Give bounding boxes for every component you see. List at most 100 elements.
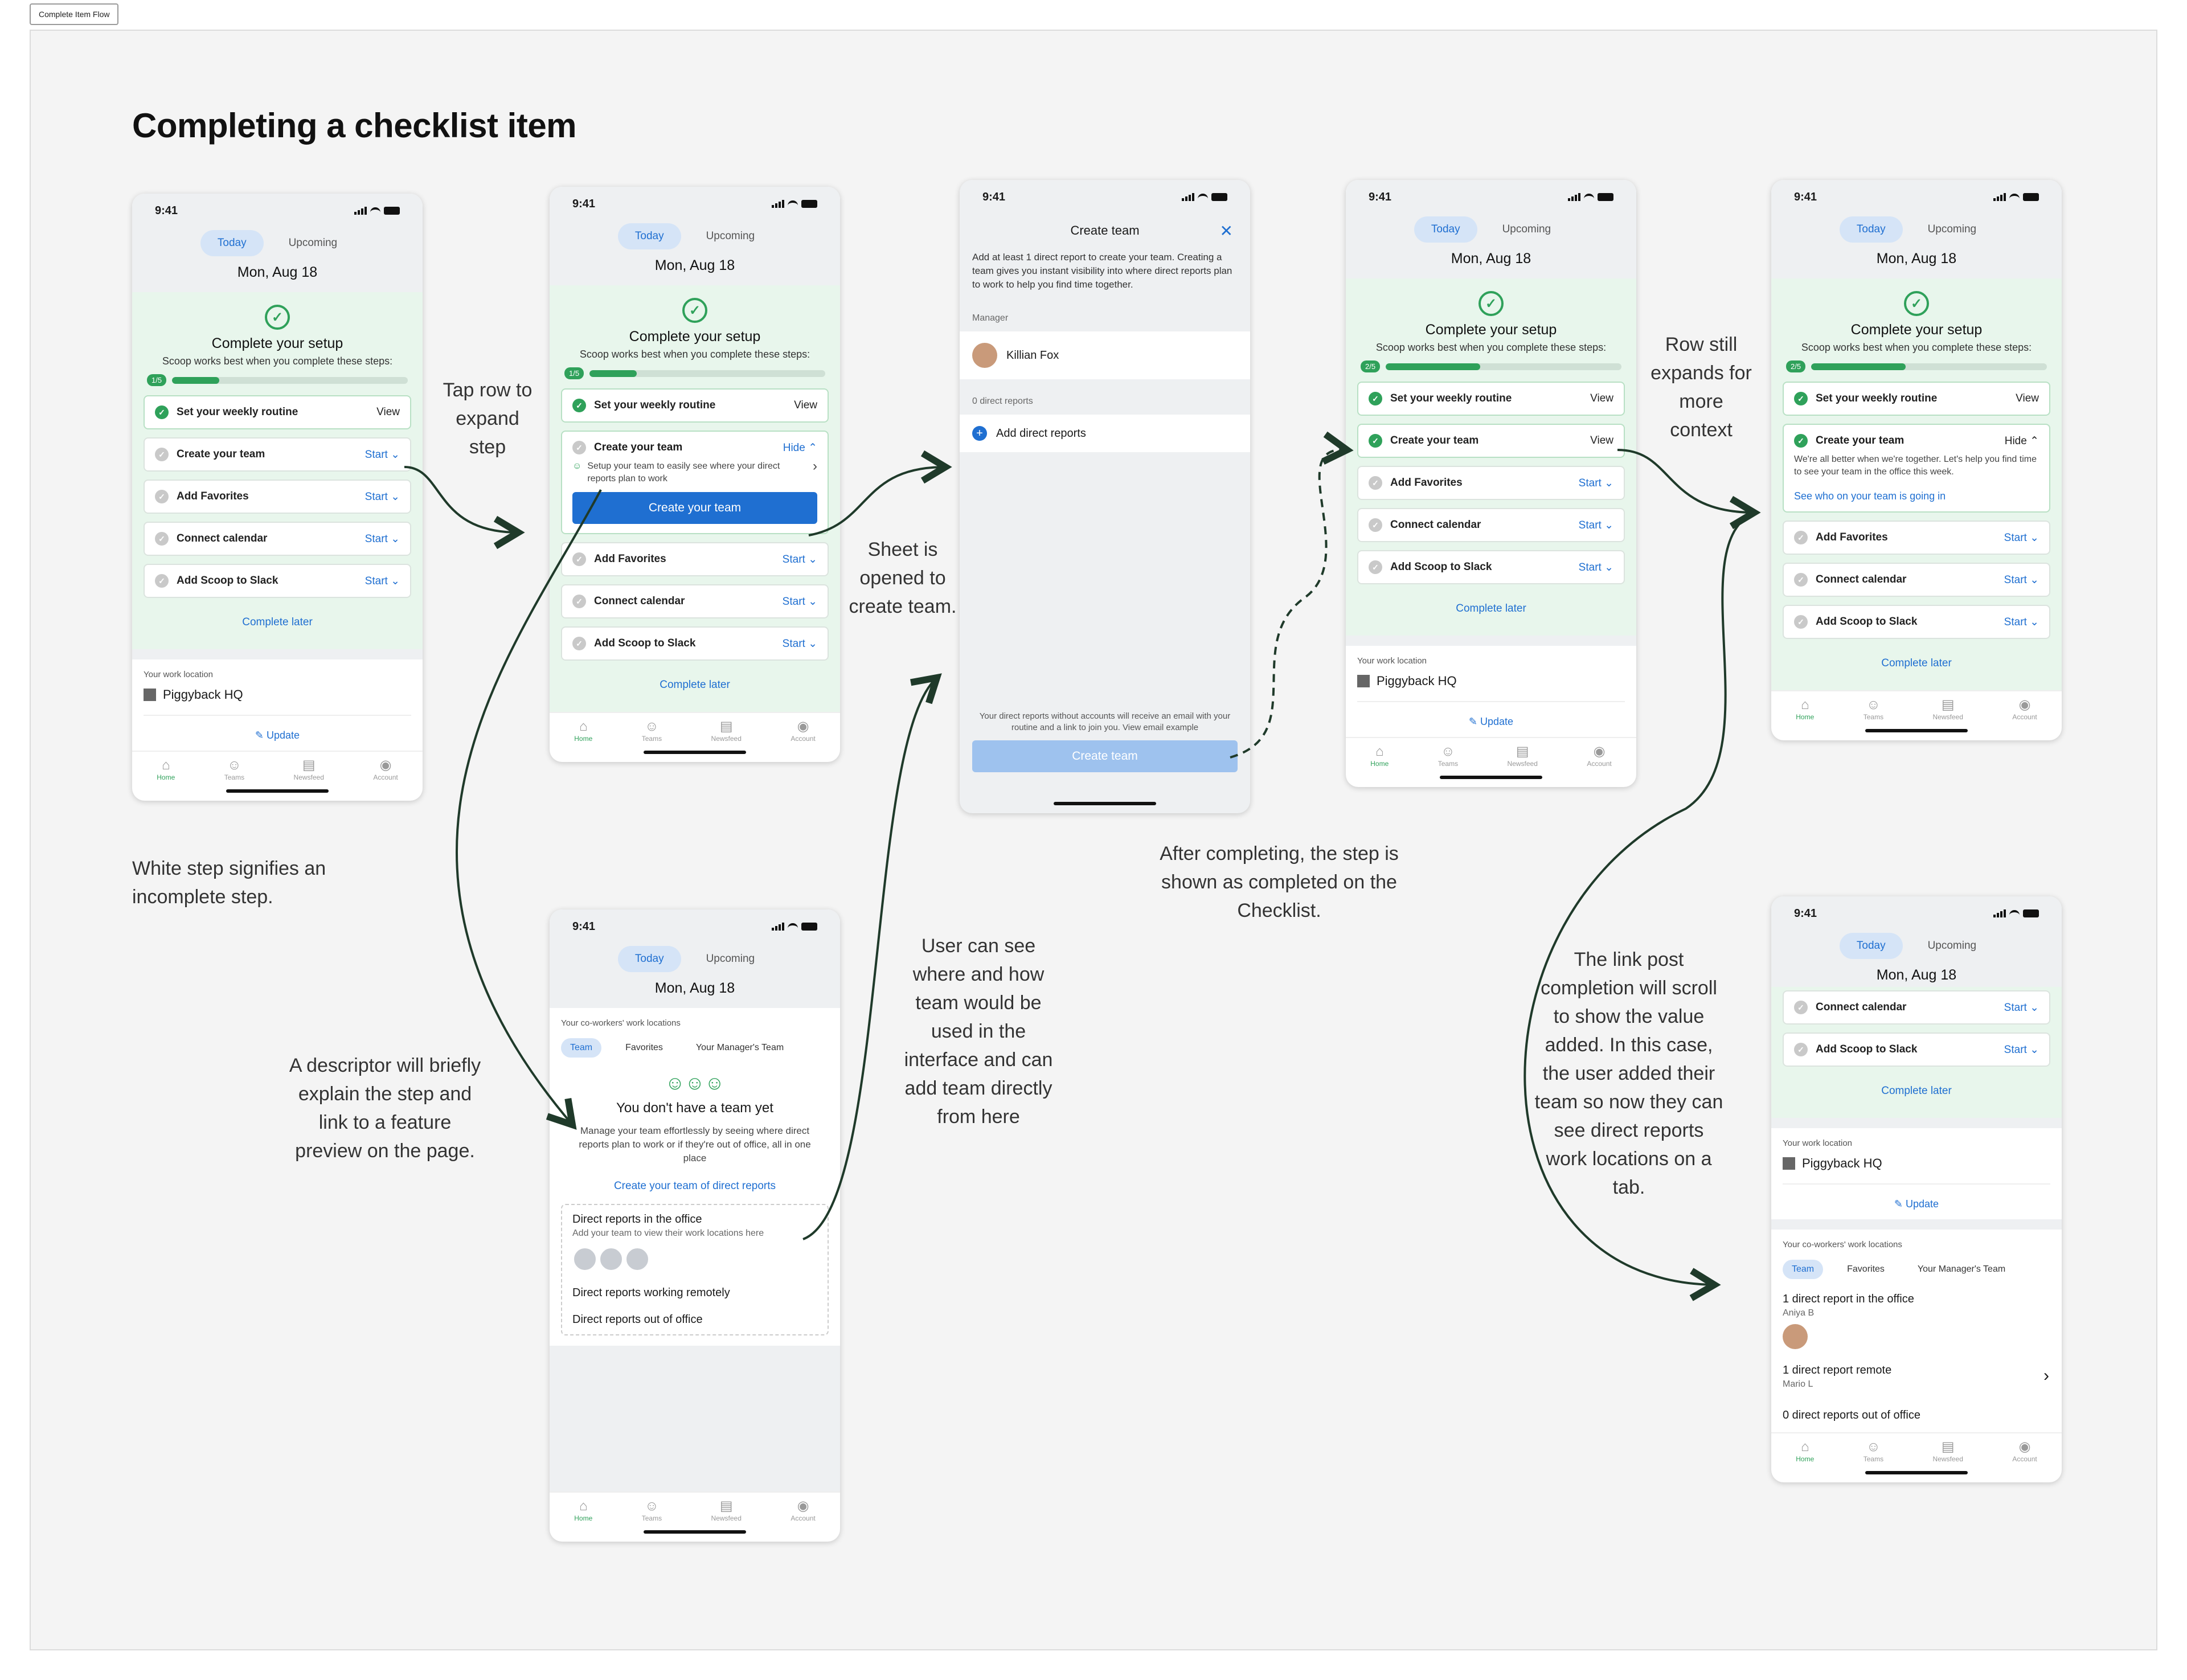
chip-favorites[interactable]: Favorites <box>1847 1264 1885 1274</box>
nav-home[interactable]: ⌂Home <box>157 757 175 781</box>
tab-upcoming[interactable]: Upcoming <box>1927 940 1977 952</box>
view-button[interactable]: View <box>1590 435 1613 446</box>
create-team-button[interactable]: Create team <box>972 740 1238 772</box>
tab-today[interactable]: Today <box>617 946 681 972</box>
update-link[interactable]: ✎ Update <box>1357 701 1625 731</box>
nav-home[interactable]: ⌂Home <box>1796 697 1815 721</box>
tab-upcoming[interactable]: Upcoming <box>288 237 338 249</box>
tab-today[interactable]: Today <box>200 230 264 256</box>
start-button[interactable]: Start ⌄ <box>2004 616 2039 628</box>
start-button[interactable]: Start ⌄ <box>2004 1043 2039 1056</box>
nav-teams[interactable]: ☺Teams <box>1863 1439 1884 1463</box>
tab-today[interactable]: Today <box>1839 216 1903 243</box>
chip-team[interactable]: Team <box>561 1038 602 1058</box>
view-button[interactable]: View <box>2016 392 2039 404</box>
nav-home[interactable]: ⌂Home <box>574 1498 593 1522</box>
nav-newsfeed[interactable]: ▤Newsfeed <box>1932 1439 1963 1463</box>
chevron-right-icon[interactable]: › <box>813 458 817 474</box>
chip-favorites[interactable]: Favorites <box>625 1043 663 1052</box>
nav-account[interactable]: ◉Account <box>373 757 398 781</box>
start-button[interactable]: Start ⌄ <box>2004 1001 2039 1014</box>
start-button[interactable]: Start ⌄ <box>1578 477 1613 489</box>
nav-account[interactable]: ◉Account <box>1587 744 1612 768</box>
start-button[interactable]: Start ⌄ <box>782 637 817 650</box>
chip-team[interactable]: Team <box>1783 1260 1824 1279</box>
update-link[interactable]: ✎ Update <box>1783 1183 2050 1214</box>
tab-today[interactable]: Today <box>617 223 681 249</box>
start-button[interactable]: Start ⌄ <box>364 448 400 461</box>
avatar[interactable] <box>1783 1324 1808 1349</box>
tab-upcoming[interactable]: Upcoming <box>1927 223 1977 235</box>
nav-account[interactable]: ◉Account <box>791 1498 816 1522</box>
start-button[interactable]: Start ⌄ <box>364 490 400 503</box>
start-button[interactable]: Start ⌄ <box>782 553 817 566</box>
nav-teams[interactable]: ☺Teams <box>224 757 245 781</box>
chip-manager-team[interactable]: Your Manager's Team <box>1917 1264 2006 1274</box>
hide-button[interactable]: Hide ⌃ <box>2004 435 2039 447</box>
nav-newsfeed[interactable]: ▤Newsfeed <box>293 757 324 781</box>
nav-teams[interactable]: ☺Teams <box>641 1498 662 1522</box>
tab-upcoming[interactable]: Upcoming <box>1502 223 1551 235</box>
view-button[interactable]: View <box>794 399 817 411</box>
start-button[interactable]: Start ⌄ <box>1578 519 1613 531</box>
complete-later-link[interactable]: Complete later <box>1881 1085 1952 1097</box>
see-team-link[interactable]: See who on your team is going in <box>1794 490 1946 502</box>
tab-today[interactable]: Today <box>1414 216 1477 243</box>
complete-later-link[interactable]: Complete later <box>1881 657 1952 669</box>
nav-home[interactable]: ⌂Home <box>1370 744 1389 768</box>
view-button[interactable]: View <box>376 406 400 418</box>
nav-account[interactable]: ◉Account <box>2012 697 2037 721</box>
close-icon[interactable]: ✕ <box>1219 222 1233 240</box>
start-button[interactable]: Start ⌄ <box>2004 573 2039 586</box>
nav-home[interactable]: ⌂Home <box>1796 1439 1815 1463</box>
add-reports-row[interactable]: +Add direct reports <box>960 415 1250 452</box>
hide-button[interactable]: Hide ⌃ <box>783 441 817 454</box>
tab-upcoming[interactable]: Upcoming <box>706 230 755 242</box>
nav-newsfeed[interactable]: ▤Newsfeed <box>711 719 742 743</box>
complete-later-link[interactable]: Complete later <box>660 679 730 691</box>
complete-later-link[interactable]: Complete later <box>1456 603 1526 614</box>
view-button[interactable]: View <box>1590 392 1613 404</box>
update-link[interactable]: ✎ Update <box>144 715 411 745</box>
tab-today[interactable]: Today <box>1839 933 1903 959</box>
start-button[interactable]: Start ⌄ <box>364 532 400 545</box>
start-button[interactable]: Start ⌄ <box>782 595 817 608</box>
chevron-right-icon[interactable]: › <box>2043 1366 2049 1385</box>
nav-teams[interactable]: ☺Teams <box>1437 744 1459 768</box>
start-button[interactable]: Start ⌄ <box>1578 561 1613 573</box>
start-button[interactable]: Start ⌄ <box>2004 531 2039 544</box>
create-team-button[interactable]: Create your team <box>572 492 817 524</box>
nav-teams[interactable]: ☺Teams <box>641 719 662 743</box>
create-team-link[interactable]: Create your team of direct reports <box>613 1180 776 1192</box>
start-button[interactable]: Start ⌄ <box>364 575 400 587</box>
tab-upcoming[interactable]: Upcoming <box>706 953 755 965</box>
nav-account[interactable]: ◉Account <box>791 719 816 743</box>
nav-newsfeed[interactable]: ▤Newsfeed <box>711 1498 742 1522</box>
nav-home[interactable]: ⌂Home <box>574 719 593 743</box>
complete-later-link[interactable]: Complete later <box>242 616 313 628</box>
nav-newsfeed[interactable]: ▤Newsfeed <box>1507 744 1538 768</box>
chip-manager-team[interactable]: Your Manager's Team <box>695 1043 784 1052</box>
nav-account[interactable]: ◉Account <box>2012 1439 2037 1463</box>
